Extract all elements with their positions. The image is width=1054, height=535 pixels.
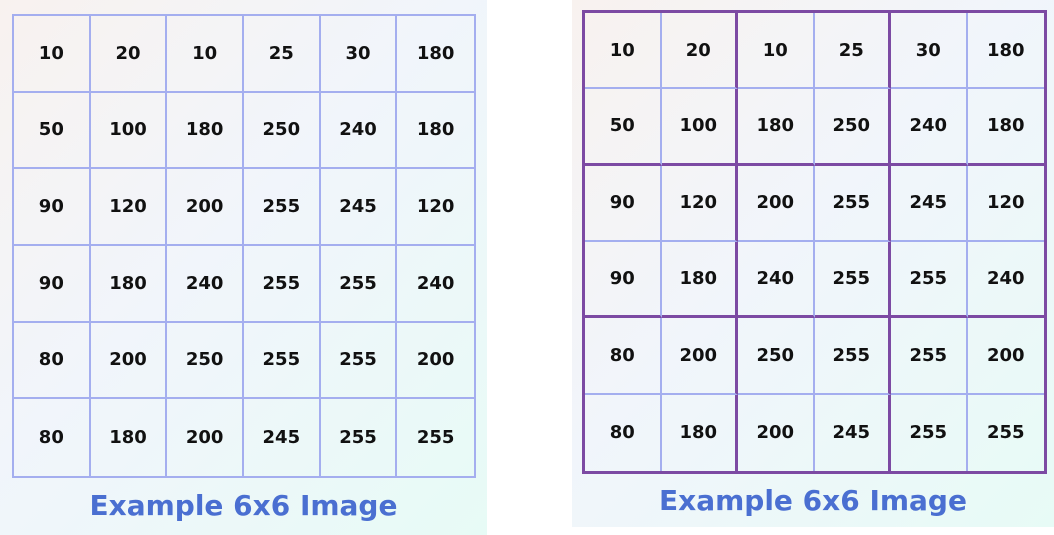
- right-pixel-cell: 255: [891, 318, 968, 395]
- right-pixel-cell: 180: [967, 13, 1044, 90]
- left-pixel-cell: 30: [320, 16, 398, 93]
- left-pixel-cell: 25: [243, 16, 321, 93]
- left-pixel-cell: 250: [243, 92, 321, 170]
- left-pixel-cell: 255: [416, 427, 455, 449]
- left-pixel-cell: 10: [14, 16, 91, 93]
- right-pixel-cell: 30: [891, 13, 968, 90]
- right-pixel-cell: 200: [738, 165, 815, 242]
- left-pixel-cell: 245: [244, 399, 321, 476]
- right-pixel-cell: 180: [967, 89, 1044, 166]
- left-pixel-cell: 255: [243, 245, 321, 323]
- right-pixel-cell: 240: [967, 242, 1044, 319]
- right-pixel-cell: 200: [738, 394, 815, 471]
- right-pixel-cell: 255: [814, 318, 891, 395]
- right-pixel-cell: 180: [661, 242, 738, 319]
- left-pixel-cell: 245: [320, 169, 398, 246]
- left-pixel-cell: 20: [90, 16, 168, 93]
- left-pixel-cell: 255: [320, 245, 398, 323]
- right-pixel-cell: 245: [891, 165, 968, 242]
- right-pixel-cell: 90: [585, 165, 662, 242]
- left-pixel-cell: 180: [397, 16, 474, 93]
- right-pixel-cell: 80: [585, 394, 662, 471]
- left-pixel-cell: 180: [90, 245, 168, 323]
- right-pixel-cell: 200: [967, 318, 1044, 395]
- left-pixel-cell: 10: [167, 16, 244, 93]
- left-pixel-cell: 80: [14, 322, 91, 400]
- right-pixel-cell: 10: [738, 13, 815, 90]
- left-pixel-cell: 120: [90, 169, 168, 246]
- left-pixel-cell: 120: [397, 169, 474, 246]
- left-pixel-cell: 90: [14, 245, 91, 323]
- right-pixel-cell: 255: [891, 242, 968, 319]
- right-pixel-cell: 255: [891, 394, 968, 471]
- left-pixel-cell: 255: [320, 322, 398, 400]
- right-pixel-cell: 80: [585, 318, 662, 395]
- left-pixel-cell: 250: [167, 322, 244, 400]
- left-pixel-cell: 200: [397, 323, 474, 400]
- right-pixel-cell: 250: [738, 318, 815, 395]
- left-pixel-cell: 255: [243, 169, 321, 246]
- right-pixel-cell: 240: [891, 89, 968, 166]
- left-pixel-cell: 200: [90, 322, 168, 400]
- right-pixel-cell: 20: [661, 13, 738, 90]
- left-pixel-cell: 90: [14, 169, 91, 246]
- left-pixel-cell: 240: [320, 92, 398, 170]
- left-pixel-cell: 180: [91, 399, 168, 476]
- right-pixel-cell: 180: [662, 394, 738, 471]
- right-pixel-cell: 25: [814, 13, 891, 90]
- left-pixel-cell: 255: [321, 399, 398, 476]
- left-pixel-cell: 255: [243, 322, 321, 400]
- right-pixel-cell: 255: [814, 165, 891, 242]
- right-pixel-cell: 120: [661, 165, 738, 242]
- right-pixel-cell: 120: [967, 166, 1044, 242]
- right-pixel-cell: 245: [815, 394, 891, 471]
- right-pixel-cell: 10: [585, 13, 662, 90]
- left-caption: Example 6x6 Image: [89, 489, 398, 522]
- left-pixel-cell: 100: [90, 92, 168, 170]
- right-pixel-cell: 50: [585, 89, 662, 166]
- right-caption: Example 6x6 Image: [659, 484, 967, 517]
- left-pixel-cell: 200: [167, 169, 244, 246]
- left-pixel-cell: 180: [397, 93, 474, 170]
- right-pixel-cell: 90: [585, 242, 662, 319]
- left-pixel-cell: 240: [167, 245, 244, 323]
- right-pixel-cell: 180: [738, 89, 815, 166]
- left-pixel-cell: 240: [397, 246, 474, 323]
- right-pixel-cell: 255: [986, 422, 1025, 444]
- right-pixel-cell: 250: [814, 89, 891, 166]
- right-pixel-cell: 100: [661, 89, 738, 166]
- right-pixel-cell: 240: [738, 242, 815, 319]
- right-pixel-cell: 255: [814, 242, 891, 319]
- left-pixel-cell: 200: [167, 399, 244, 476]
- left-pixel-cell: 50: [14, 92, 91, 170]
- left-pixel-cell: 80: [14, 399, 91, 476]
- left-pixel-cell: 180: [167, 92, 244, 170]
- right-pixel-cell: 200: [661, 318, 738, 395]
